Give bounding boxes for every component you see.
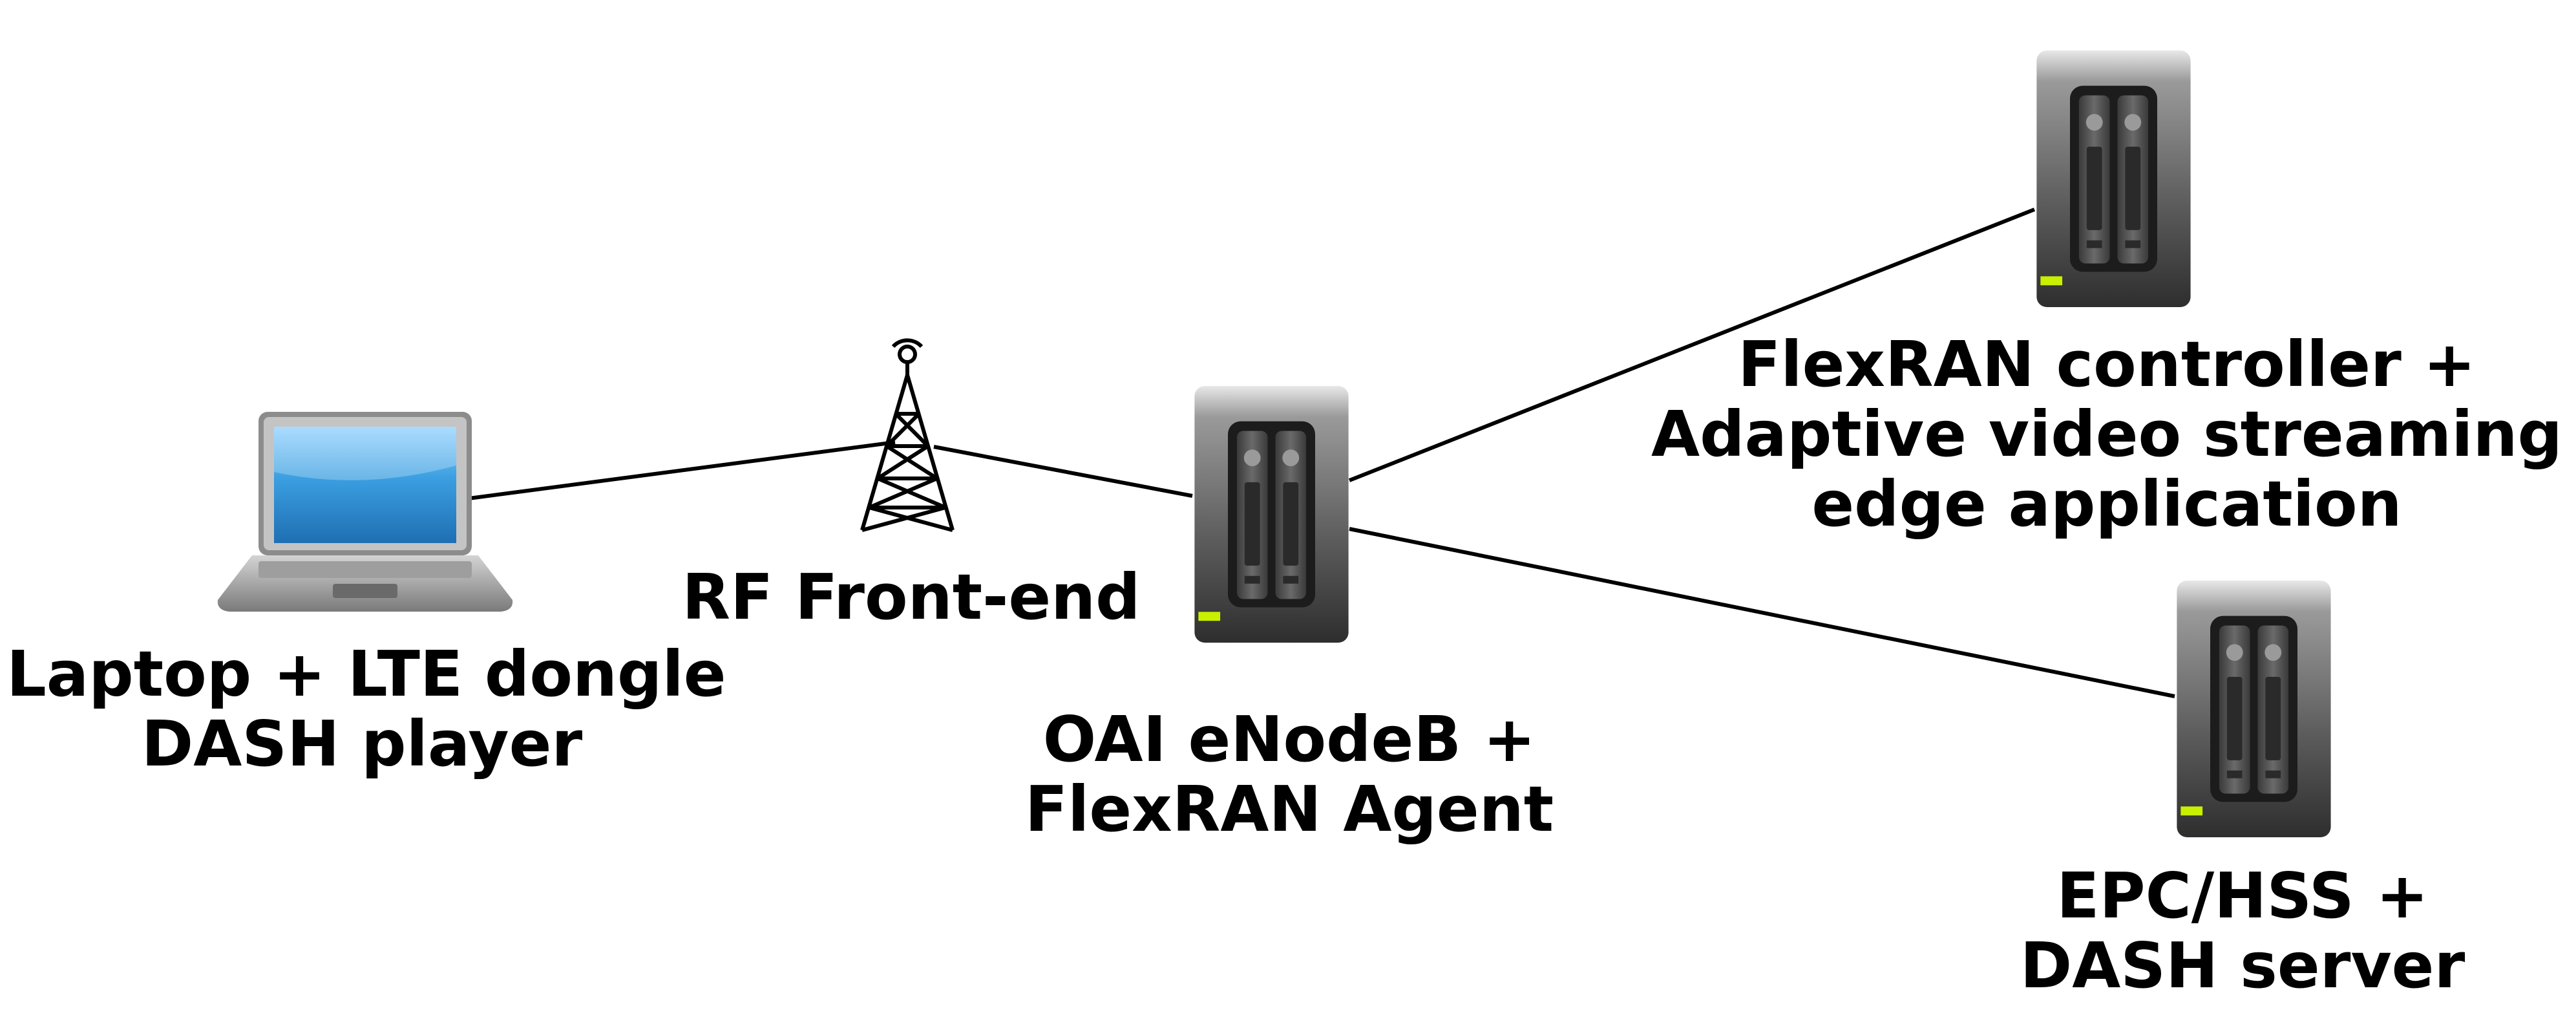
controller-server-icon <box>2036 50 2191 307</box>
rf-frontend-label-line-1: RF Front-end <box>682 561 1141 634</box>
link-enodeb-epc <box>1349 527 2175 698</box>
rf-frontend-label: RF Front-end <box>646 562 1176 632</box>
laptop-icon <box>217 412 513 612</box>
enodeb-server-icon <box>1194 386 1349 643</box>
laptop-label-line-2: DASH player <box>141 707 583 780</box>
laptop-label-line-1: Laptop + LTE dongle <box>6 637 726 711</box>
enodeb-label-line-1: OAI eNodeB + <box>1042 703 1536 776</box>
link-rf-enodeb <box>933 445 1193 498</box>
laptop-label: Laptop + LTE dongle DASH player <box>6 637 726 780</box>
controller-label: FlexRAN controller + Adaptive video stre… <box>1648 330 2566 539</box>
enodeb-label-line-2: FlexRAN Agent <box>1024 773 1554 846</box>
epc-label-line-2: DASH server <box>2020 929 2465 1002</box>
controller-label-line-3: edge application <box>1811 467 2402 541</box>
controller-label-line-2: Adaptive video streaming <box>1651 398 2562 471</box>
link-enodeb-controller <box>1348 208 2036 482</box>
links <box>468 208 2175 698</box>
epc-server-icon <box>2177 581 2331 837</box>
epc-label: EPC/HSS + DASH server <box>1952 861 2533 1001</box>
epc-label-line-1: EPC/HSS + <box>2056 859 2429 932</box>
link-laptop-rf <box>468 440 896 500</box>
enodeb-label: OAI eNodeB + FlexRAN Agent <box>950 705 1629 844</box>
controller-label-line-1: FlexRAN controller + <box>1738 328 2476 401</box>
antenna-tower-icon <box>860 338 955 532</box>
